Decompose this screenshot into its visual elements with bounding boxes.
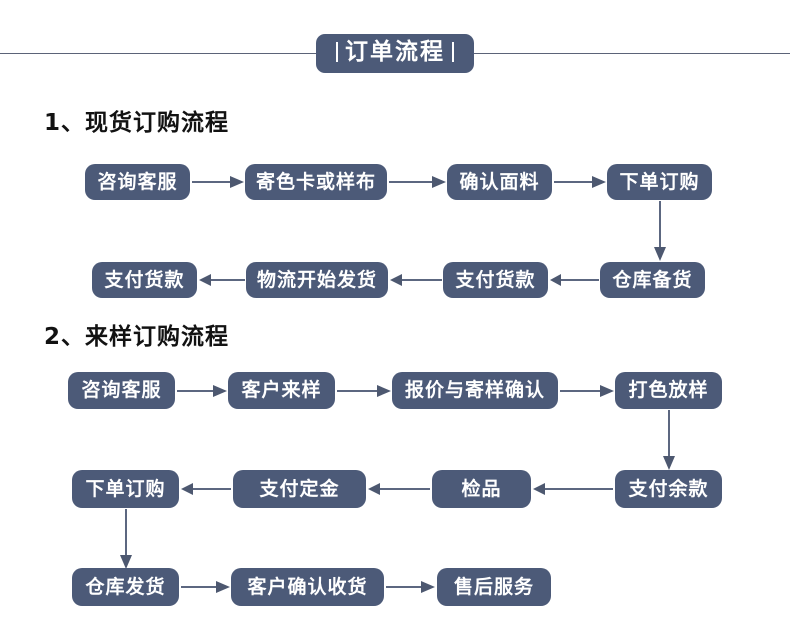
connector-s1n3-s1n4 (554, 176, 606, 188)
flow-node-s2n2[interactable]: 客户来样 (228, 372, 335, 409)
flow-node-s2n8[interactable]: 下单订购 (72, 470, 179, 508)
connector-s1n1-s1n2 (192, 176, 244, 188)
connector-s2n4-s2n5 (663, 410, 675, 470)
flow-node-s2n9[interactable]: 仓库发货 (72, 568, 179, 606)
page-title: 订单流程 (345, 38, 445, 65)
flow-node-s1n3[interactable]: 确认面料 (447, 164, 552, 200)
flow-node-s1n4[interactable]: 下单订购 (607, 164, 712, 200)
flow-node-s1n5[interactable]: 仓库备货 (600, 262, 705, 298)
connector-s2n6-s2n7 (368, 483, 430, 495)
flow-node-s2n7[interactable]: 支付定金 (233, 470, 366, 508)
title-tick-right-icon (452, 42, 454, 62)
connector-s2n7-s2n8 (181, 483, 231, 495)
connector-s2n9-s2n10 (181, 581, 230, 593)
connector-s2n8-s2n9 (120, 509, 132, 569)
title-rule-left (0, 52, 316, 54)
connector-s2n1-s2n2 (177, 385, 227, 397)
flow-node-s2n6[interactable]: 检品 (432, 470, 531, 508)
flow-node-s2n4[interactable]: 打色放样 (615, 372, 722, 409)
connector-s1n8-s1n7 (390, 274, 442, 286)
flow-node-s2n1[interactable]: 咨询客服 (68, 372, 175, 409)
connector-s1n4-s1n5 (654, 201, 666, 261)
connector-s1n5-s1n8 (550, 274, 599, 286)
flow-node-s2n5[interactable]: 支付余款 (615, 470, 722, 508)
section-heading-1: 1、现货订购流程 (44, 110, 230, 136)
flow-node-s2n11[interactable]: 售后服务 (437, 568, 551, 606)
title-rule-right (474, 52, 790, 54)
flow-node-s1n2[interactable]: 寄色卡或样布 (245, 164, 387, 200)
flow-node-s1n1[interactable]: 咨询客服 (85, 164, 190, 200)
connector-s2n2-s2n3 (337, 385, 391, 397)
flow-node-s2n10[interactable]: 客户确认收货 (231, 568, 384, 606)
connector-s2n3-s2n4 (560, 385, 614, 397)
connector-s2n10-s2n11 (386, 581, 435, 593)
flow-node-s1n6[interactable]: 支付货款 (92, 262, 197, 298)
connector-s2n5-s2n6 (533, 483, 613, 495)
connector-s1n2-s1n3 (389, 176, 446, 188)
flow-node-s2n3[interactable]: 报价与寄样确认 (392, 372, 558, 409)
connector-s1n7-s1n6 (199, 274, 245, 286)
page-title-box: 订单流程 (316, 33, 474, 73)
title-tick-left-icon (336, 42, 338, 62)
flow-node-s1n8[interactable]: 支付货款 (443, 262, 548, 298)
flow-node-s1n7[interactable]: 物流开始发货 (246, 262, 388, 298)
page-title-banner: 订单流程 (0, 30, 790, 76)
section-heading-2: 2、来样订购流程 (44, 324, 230, 350)
